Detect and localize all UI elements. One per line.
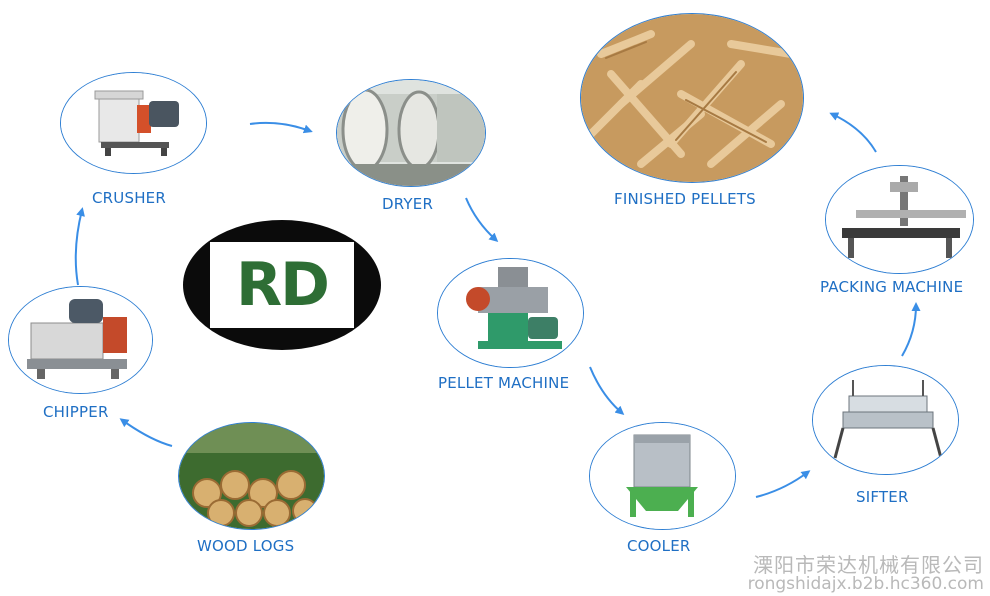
rotary-dryer-icon: [337, 80, 485, 186]
wood-logs-label: WOOD LOGS: [197, 537, 295, 555]
packing-machine-image: [825, 165, 974, 274]
sifter-label: SIFTER: [856, 488, 909, 506]
pellet-mill-icon: [438, 259, 583, 367]
company-watermark: 溧阳市荣达机械有限公司: [753, 553, 984, 577]
crusher-machine-icon: [61, 73, 206, 173]
chipper-machine-icon: [9, 287, 152, 393]
arrow-sifter-to-packing: [901, 302, 921, 357]
finished-pellets-label: FINISHED PELLETS: [614, 190, 756, 208]
pellet-machine-label: PELLET MACHINE: [438, 374, 570, 392]
packing-machine-label: PACKING MACHINE: [820, 278, 964, 296]
arrow-pellet-to-cooler: [589, 366, 625, 415]
cooler-label: COOLER: [627, 537, 691, 555]
sifter-machine-icon: [813, 366, 958, 474]
crusher-label: CRUSHER: [92, 189, 166, 207]
crusher-image: [60, 72, 207, 174]
wood-pellets-icon: [581, 14, 803, 182]
arrow-logs-to-chipper: [119, 418, 173, 447]
chipper-image: [8, 286, 153, 394]
arrow-dryer-to-pellet: [465, 197, 499, 243]
logo-text: RD: [235, 250, 330, 320]
url-watermark: rongshidajx.b2b.hc360.com: [747, 574, 984, 594]
arrow-crusher-to-dryer: [249, 121, 313, 134]
arrow-chipper-to-crusher: [74, 207, 85, 286]
sifter-image: [812, 365, 959, 475]
rd-logo: RD: [183, 220, 381, 350]
wood-logs-icon: [179, 423, 324, 529]
finished-pellets-image: [580, 13, 804, 183]
pellet-machine-image: [437, 258, 584, 368]
cooler-image: [589, 422, 736, 530]
chipper-label: CHIPPER: [43, 403, 109, 421]
packing-machine-icon: [826, 166, 973, 273]
arrow-packing-to-finished: [829, 112, 877, 153]
arrow-cooler-to-sifter: [755, 470, 811, 498]
wood-logs-image: [178, 422, 325, 530]
logo-plate: RD: [210, 242, 354, 328]
dryer-label: DRYER: [382, 195, 434, 213]
dryer-image: [336, 79, 486, 187]
counterflow-cooler-icon: [590, 423, 735, 529]
